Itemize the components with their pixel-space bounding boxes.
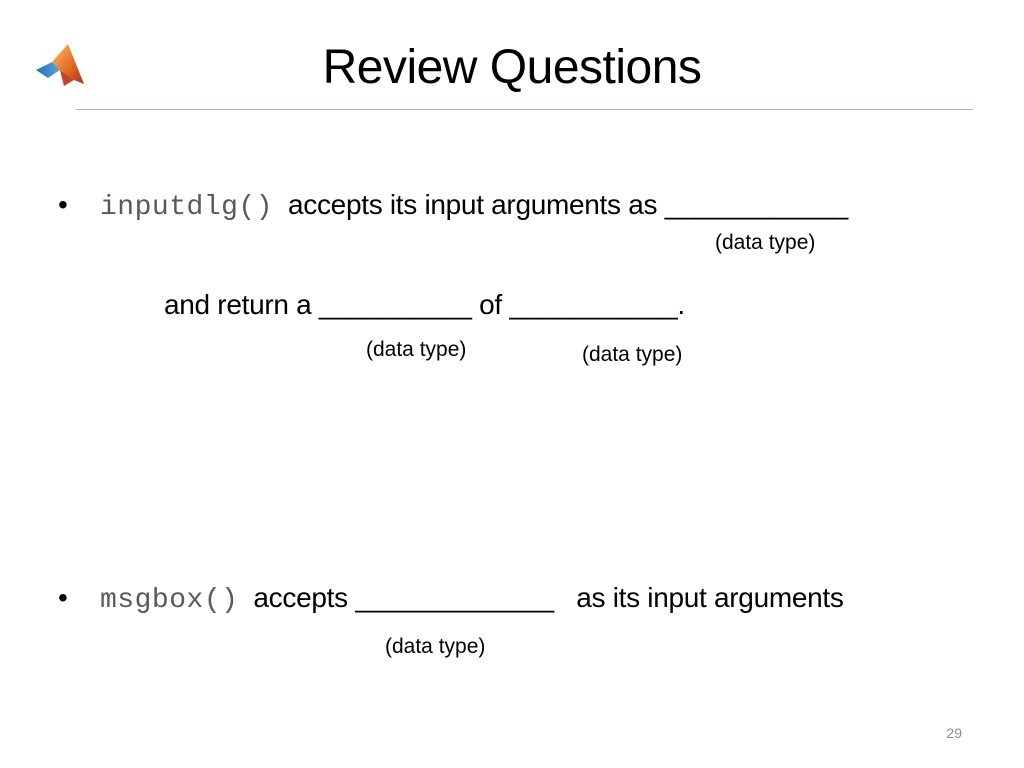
question-1-line-1: inputdlg() accepts its input arguments a… <box>100 187 848 226</box>
msgbox-code: msgbox() <box>100 585 239 616</box>
of-text: of <box>479 289 502 320</box>
page-number: 29 <box>946 725 962 741</box>
hint-data-type-3: (data type) <box>582 343 683 366</box>
slide-title: Review Questions <box>322 41 702 94</box>
title-divider <box>76 109 973 110</box>
question-1-text: accepts its input arguments as <box>288 189 658 220</box>
blank-1: ____________ <box>664 189 849 220</box>
hint-data-type-2: (data type) <box>366 338 467 361</box>
question-1-line-2: and return a __________ of ___________. <box>164 287 685 323</box>
question-2-line: msgbox() accepts _____________ as its in… <box>100 580 844 619</box>
question-2-text-after: as its input arguments <box>576 582 844 613</box>
blank-3: ___________ <box>509 289 678 320</box>
question-2-text-before: accepts <box>253 582 348 613</box>
blank-2: __________ <box>318 289 472 320</box>
bullet-2: • <box>58 582 68 613</box>
period: . <box>677 289 685 320</box>
bullet-1: • <box>58 189 68 220</box>
hint-data-type-4: (data type) <box>385 635 486 658</box>
question-1-line-2-prefix: and return a <box>164 289 312 320</box>
blank-4: _____________ <box>355 582 554 613</box>
matlab-logo-icon <box>36 44 84 86</box>
hint-data-type-1: (data type) <box>715 231 816 254</box>
inputdlg-code: inputdlg() <box>100 192 274 223</box>
